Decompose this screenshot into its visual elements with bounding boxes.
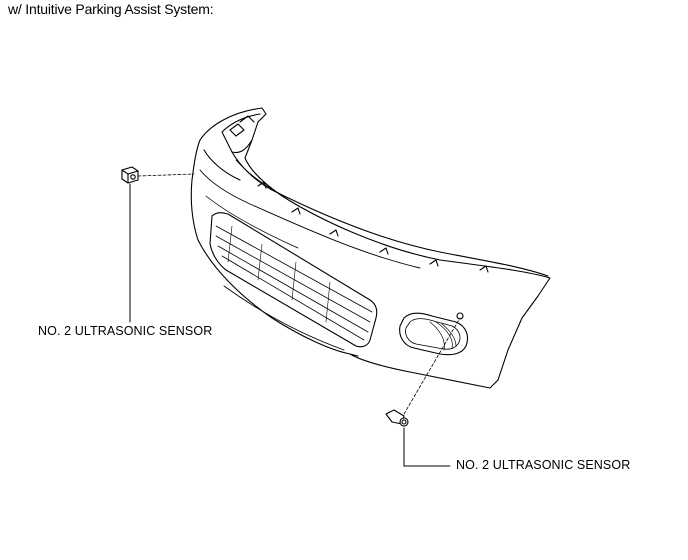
leader-dashed-right (403, 317, 461, 415)
callout-line-right (403, 427, 451, 467)
leader-dashed-left (137, 173, 195, 177)
sensor-label-left: NO. 2 ULTRASONIC SENSOR (38, 324, 213, 338)
figure-caption: w/ Intuitive Parking Assist System: (8, 1, 214, 17)
bumper-cover-outline (190, 107, 551, 389)
fog-light-housing (399, 312, 469, 356)
ultrasonic-sensor-left (121, 166, 139, 184)
sensor-label-right: NO. 2 ULTRASONIC SENSOR (456, 458, 631, 472)
ultrasonic-sensor-right (385, 409, 409, 427)
grille-opening (209, 212, 378, 348)
mounting-bracket (229, 123, 245, 137)
